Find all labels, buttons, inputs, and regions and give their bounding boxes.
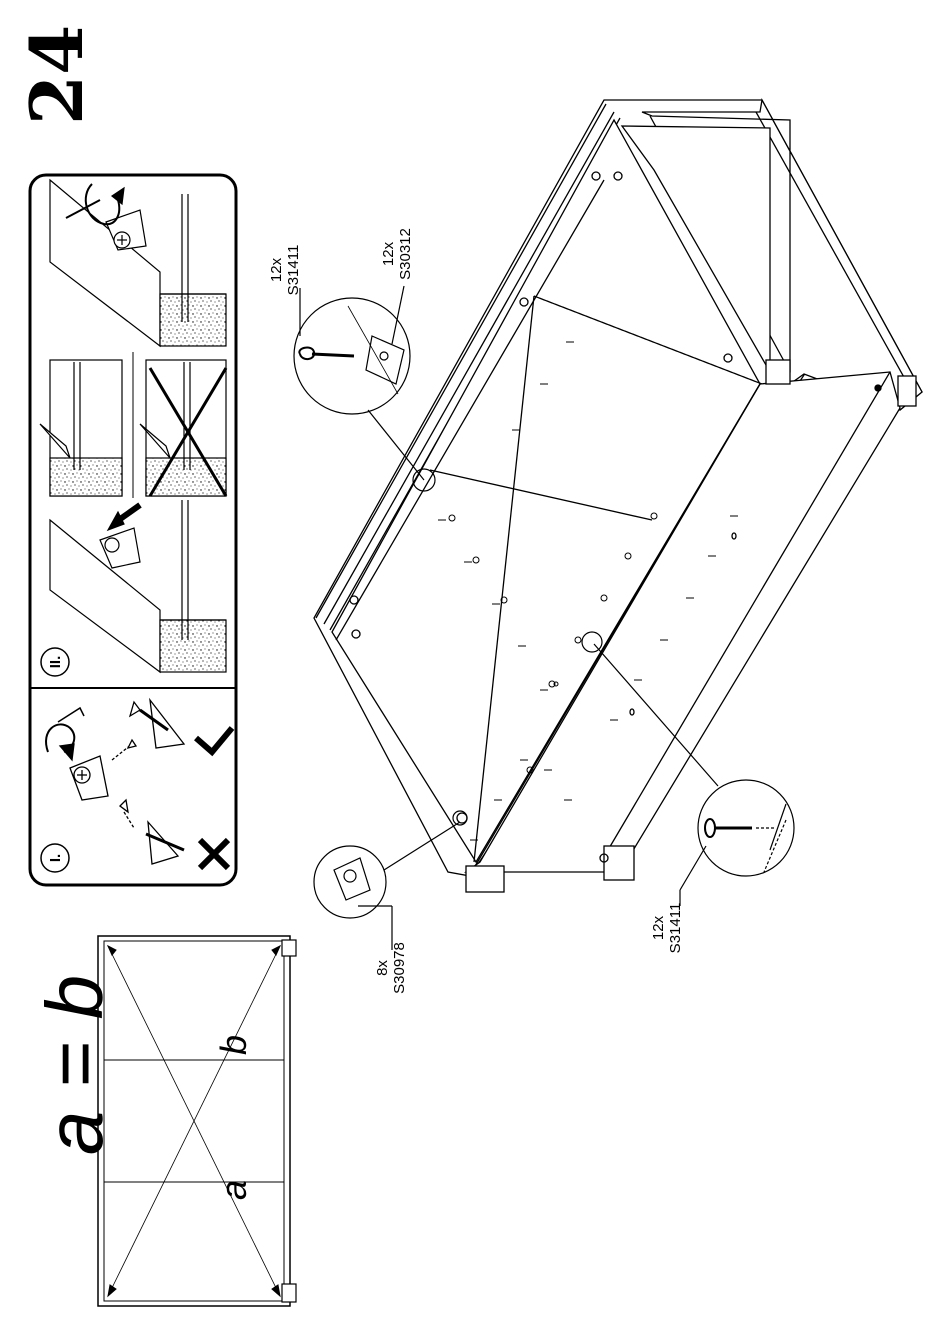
cabinet [314, 100, 922, 892]
diagonal-label-b: b [213, 1035, 254, 1055]
diagonal-label-a: a [213, 1180, 254, 1200]
panel-label-i: I. [47, 854, 64, 862]
panel-label-ii: II. [47, 656, 64, 669]
squareness-diagram [98, 936, 296, 1306]
callout-cam [314, 811, 467, 950]
panel-i: I. [41, 700, 232, 872]
